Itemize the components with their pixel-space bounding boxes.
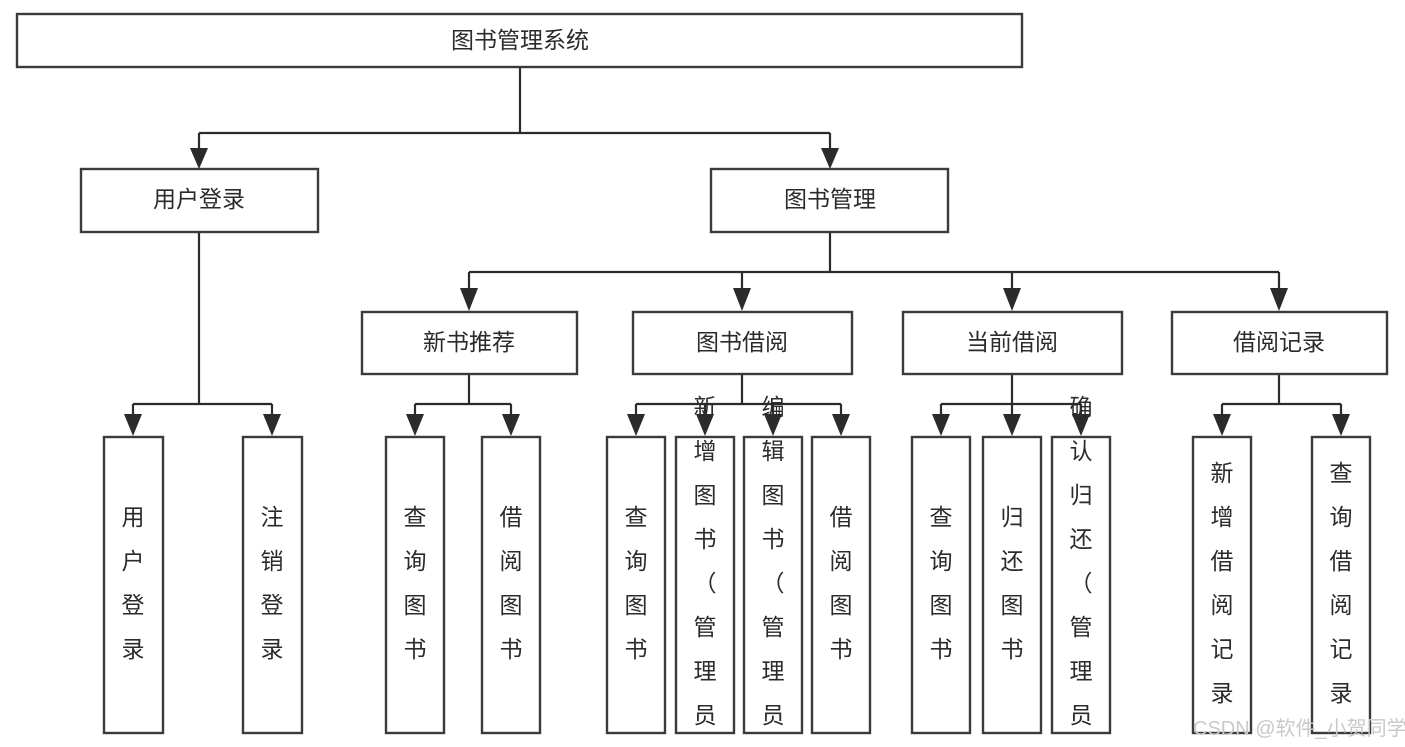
node-leaf-13-box[interactable] xyxy=(1310,435,1372,735)
node-leaf-12-box[interactable] xyxy=(1191,435,1253,735)
node-leaf-8-label: 借阅图书 xyxy=(830,504,853,662)
node-leaf-6[interactable]: 新增图书（管理员） xyxy=(674,394,736,747)
node-root[interactable]: 图书管理系统 xyxy=(15,12,1024,69)
node-new-book-rec-box[interactable] xyxy=(360,310,579,376)
node-leaf-3[interactable]: 查询图书 xyxy=(384,435,446,735)
connector-book-borrow-bus xyxy=(634,374,843,418)
arrow-head-borrow-record xyxy=(1270,288,1288,311)
watermark-label: CSDN @软件_小贺同学 xyxy=(1193,717,1405,740)
node-leaf-13-label: 查询借阅记录 xyxy=(1330,460,1353,706)
node-book-borrow-box[interactable] xyxy=(631,310,854,376)
node-user-login-box[interactable] xyxy=(79,167,320,234)
node-leaf-10[interactable]: 归还图书 xyxy=(981,435,1043,735)
node-leaf-6-box[interactable] xyxy=(674,435,736,735)
arrow-head-leaf-8 xyxy=(832,414,850,436)
node-root-box[interactable] xyxy=(15,12,1024,69)
connector-current-borrow-bus xyxy=(939,374,1083,418)
node-leaf-7-box[interactable] xyxy=(742,435,804,735)
node-book-borrow-label: 图书借阅 xyxy=(696,329,788,355)
node-root-label: 图书管理系统 xyxy=(451,27,589,53)
node-leaf-9-box[interactable] xyxy=(910,435,972,735)
connector-layer xyxy=(124,67,1350,436)
node-leaf-2[interactable]: 注销登录 xyxy=(241,435,304,735)
node-user-login-label: 用户登录 xyxy=(153,186,245,212)
node-leaf-8-box[interactable] xyxy=(810,435,872,735)
arrow-head-leaf-7 xyxy=(764,414,782,436)
arrow-head-current-borrow xyxy=(1003,288,1021,311)
node-leaf-12[interactable]: 新增借阅记录 xyxy=(1191,435,1253,735)
arrow-head-user-login xyxy=(190,148,208,169)
connector-borrow-record-bus xyxy=(1220,374,1343,418)
node-book-borrow[interactable]: 图书借阅 xyxy=(631,310,854,376)
connector-user-login-bus xyxy=(131,232,274,418)
node-leaf-4-box[interactable] xyxy=(480,435,542,735)
node-new-book-rec[interactable]: 新书推荐 xyxy=(360,310,579,376)
node-book-manage-box[interactable] xyxy=(709,167,950,234)
node-leaf-10-box[interactable] xyxy=(981,435,1043,735)
connector-root-bus xyxy=(197,67,832,152)
node-book-manage-label: 图书管理 xyxy=(784,186,876,212)
node-leaf-2-box[interactable] xyxy=(241,435,304,735)
node-user-login[interactable]: 用户登录 xyxy=(79,167,320,234)
arrow-head-leaf-13 xyxy=(1332,414,1350,436)
node-leaf-4-label: 借阅图书 xyxy=(500,504,523,662)
node-leaf-3-label: 查询图书 xyxy=(404,504,427,662)
node-leaf-9-label: 查询图书 xyxy=(930,504,953,662)
node-leaf-1-box[interactable] xyxy=(102,435,165,735)
node-leaf-13[interactable]: 查询借阅记录 xyxy=(1310,435,1372,735)
node-leaf-1-label: 用户登录 xyxy=(122,504,145,662)
node-leaf-5[interactable]: 查询图书 xyxy=(605,435,667,735)
arrow-head-leaf-1 xyxy=(124,414,142,436)
node-leaf-6-label: 新增图书（管理员） xyxy=(694,394,717,747)
node-leaf-7[interactable]: 编辑图书（管理员） xyxy=(742,394,804,747)
node-borrow-record-box[interactable] xyxy=(1170,310,1389,376)
arrow-head-leaf-4 xyxy=(502,414,520,436)
node-leaf-5-box[interactable] xyxy=(605,435,667,735)
arrow-head-leaf-5 xyxy=(627,414,645,436)
node-leaf-3-box[interactable] xyxy=(384,435,446,735)
arrow-head-leaf-3 xyxy=(406,414,424,436)
node-leaf-11[interactable]: 确认归还（管理员） xyxy=(1050,394,1112,747)
node-leaf-9[interactable]: 查询图书 xyxy=(910,435,972,735)
arrow-head-leaf-9 xyxy=(932,414,950,436)
node-leaf-4[interactable]: 借阅图书 xyxy=(480,435,542,735)
arrow-head-leaf-12 xyxy=(1213,414,1231,436)
node-book-manage[interactable]: 图书管理 xyxy=(709,167,950,234)
arrow-head-leaf-6 xyxy=(696,414,714,436)
node-leaf-7-label: 编辑图书（管理员） xyxy=(762,394,785,747)
connector-new-book-rec-bus xyxy=(413,374,513,418)
node-leaf-11-box[interactable] xyxy=(1050,435,1112,735)
node-leaf-12-label: 新增借阅记录 xyxy=(1211,460,1234,706)
node-borrow-record[interactable]: 借阅记录 xyxy=(1170,310,1389,376)
node-leaf-5-label: 查询图书 xyxy=(625,504,648,662)
node-leaf-2-label: 注销登录 xyxy=(261,504,284,662)
arrow-head-book-borrow xyxy=(733,288,751,311)
node-current-borrow-label: 当前借阅 xyxy=(966,329,1058,355)
arrow-head-book-manage xyxy=(821,148,839,169)
node-current-borrow-box[interactable] xyxy=(901,310,1124,376)
arrow-head-leaf-2 xyxy=(263,414,281,436)
arrow-head-new-book-rec xyxy=(460,288,478,311)
node-leaf-1[interactable]: 用户登录 xyxy=(102,435,165,735)
node-leaf-11-label: 确认归还（管理员） xyxy=(1070,394,1093,747)
connector-book-manage-bus xyxy=(467,232,1281,292)
node-leaf-8[interactable]: 借阅图书 xyxy=(810,435,872,735)
node-new-book-rec-label: 新书推荐 xyxy=(423,329,515,355)
node-current-borrow[interactable]: 当前借阅 xyxy=(901,310,1124,376)
arrow-head-leaf-11 xyxy=(1072,414,1090,436)
node-leaf-10-label: 归还图书 xyxy=(1001,504,1024,662)
arrow-head-leaf-10 xyxy=(1003,414,1021,436)
node-borrow-record-label: 借阅记录 xyxy=(1233,329,1325,355)
